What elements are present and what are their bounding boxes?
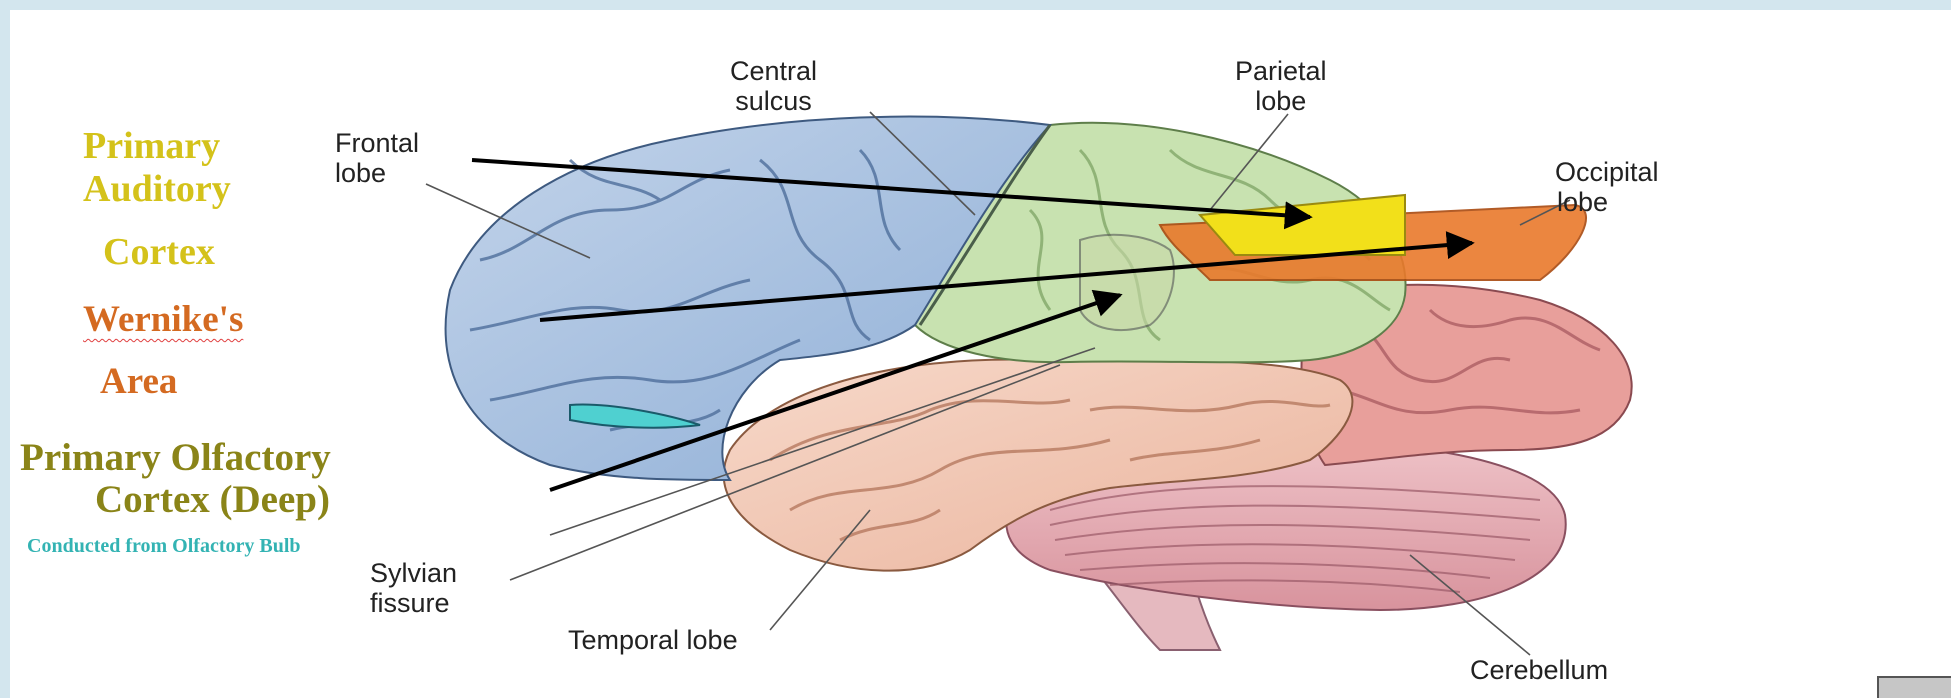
brain-diagram [10,10,1951,698]
olfactory-bulb-note: Conducted from Olfactory Bulb [27,535,301,558]
primary-auditory-label-line1: Primary [83,124,220,168]
occipital-lobe-line2: lobe [1555,187,1659,217]
sylvian-fissure-line1: Sylvian [370,558,457,588]
occipital-lobe-label: Occipital lobe [1555,157,1659,217]
primary-auditory-label-line2: Auditory [83,167,231,211]
occipital-lobe-line1: Occipital [1555,157,1659,187]
cerebellum-label: Cerebellum [1470,655,1608,685]
wernike-label-line2: Area [100,360,177,403]
primary-olfactory-label-line1: Primary Olfactory [20,435,331,480]
slide: Central sulcus Parietal lobe Frontal lob… [10,10,1951,698]
primary-auditory-label-line3: Cortex [103,230,215,274]
temporal-lobe-label: Temporal lobe [568,625,738,655]
frontal-lobe-line1: Frontal [335,128,419,158]
primary-olfactory-label-line2: Cortex (Deep) [95,477,330,522]
parietal-lobe-line2: lobe [1235,86,1327,116]
sylvian-fissure-line2: fissure [370,588,457,618]
wernike-outline [1080,235,1174,330]
central-sulcus-label: Central sulcus [730,56,817,116]
central-sulcus-line1: Central [730,56,817,86]
corner-tab [1877,676,1951,698]
frontal-lobe-label: Frontal lobe [335,128,419,188]
parietal-lobe-line1: Parietal [1235,56,1327,86]
parietal-lobe-label: Parietal lobe [1235,56,1327,116]
sylvian-fissure-label: Sylvian fissure [370,558,457,618]
frontal-lobe-line2: lobe [335,158,419,188]
wernike-label-line1: Wernike's [83,298,243,341]
central-sulcus-line2: sulcus [730,86,817,116]
